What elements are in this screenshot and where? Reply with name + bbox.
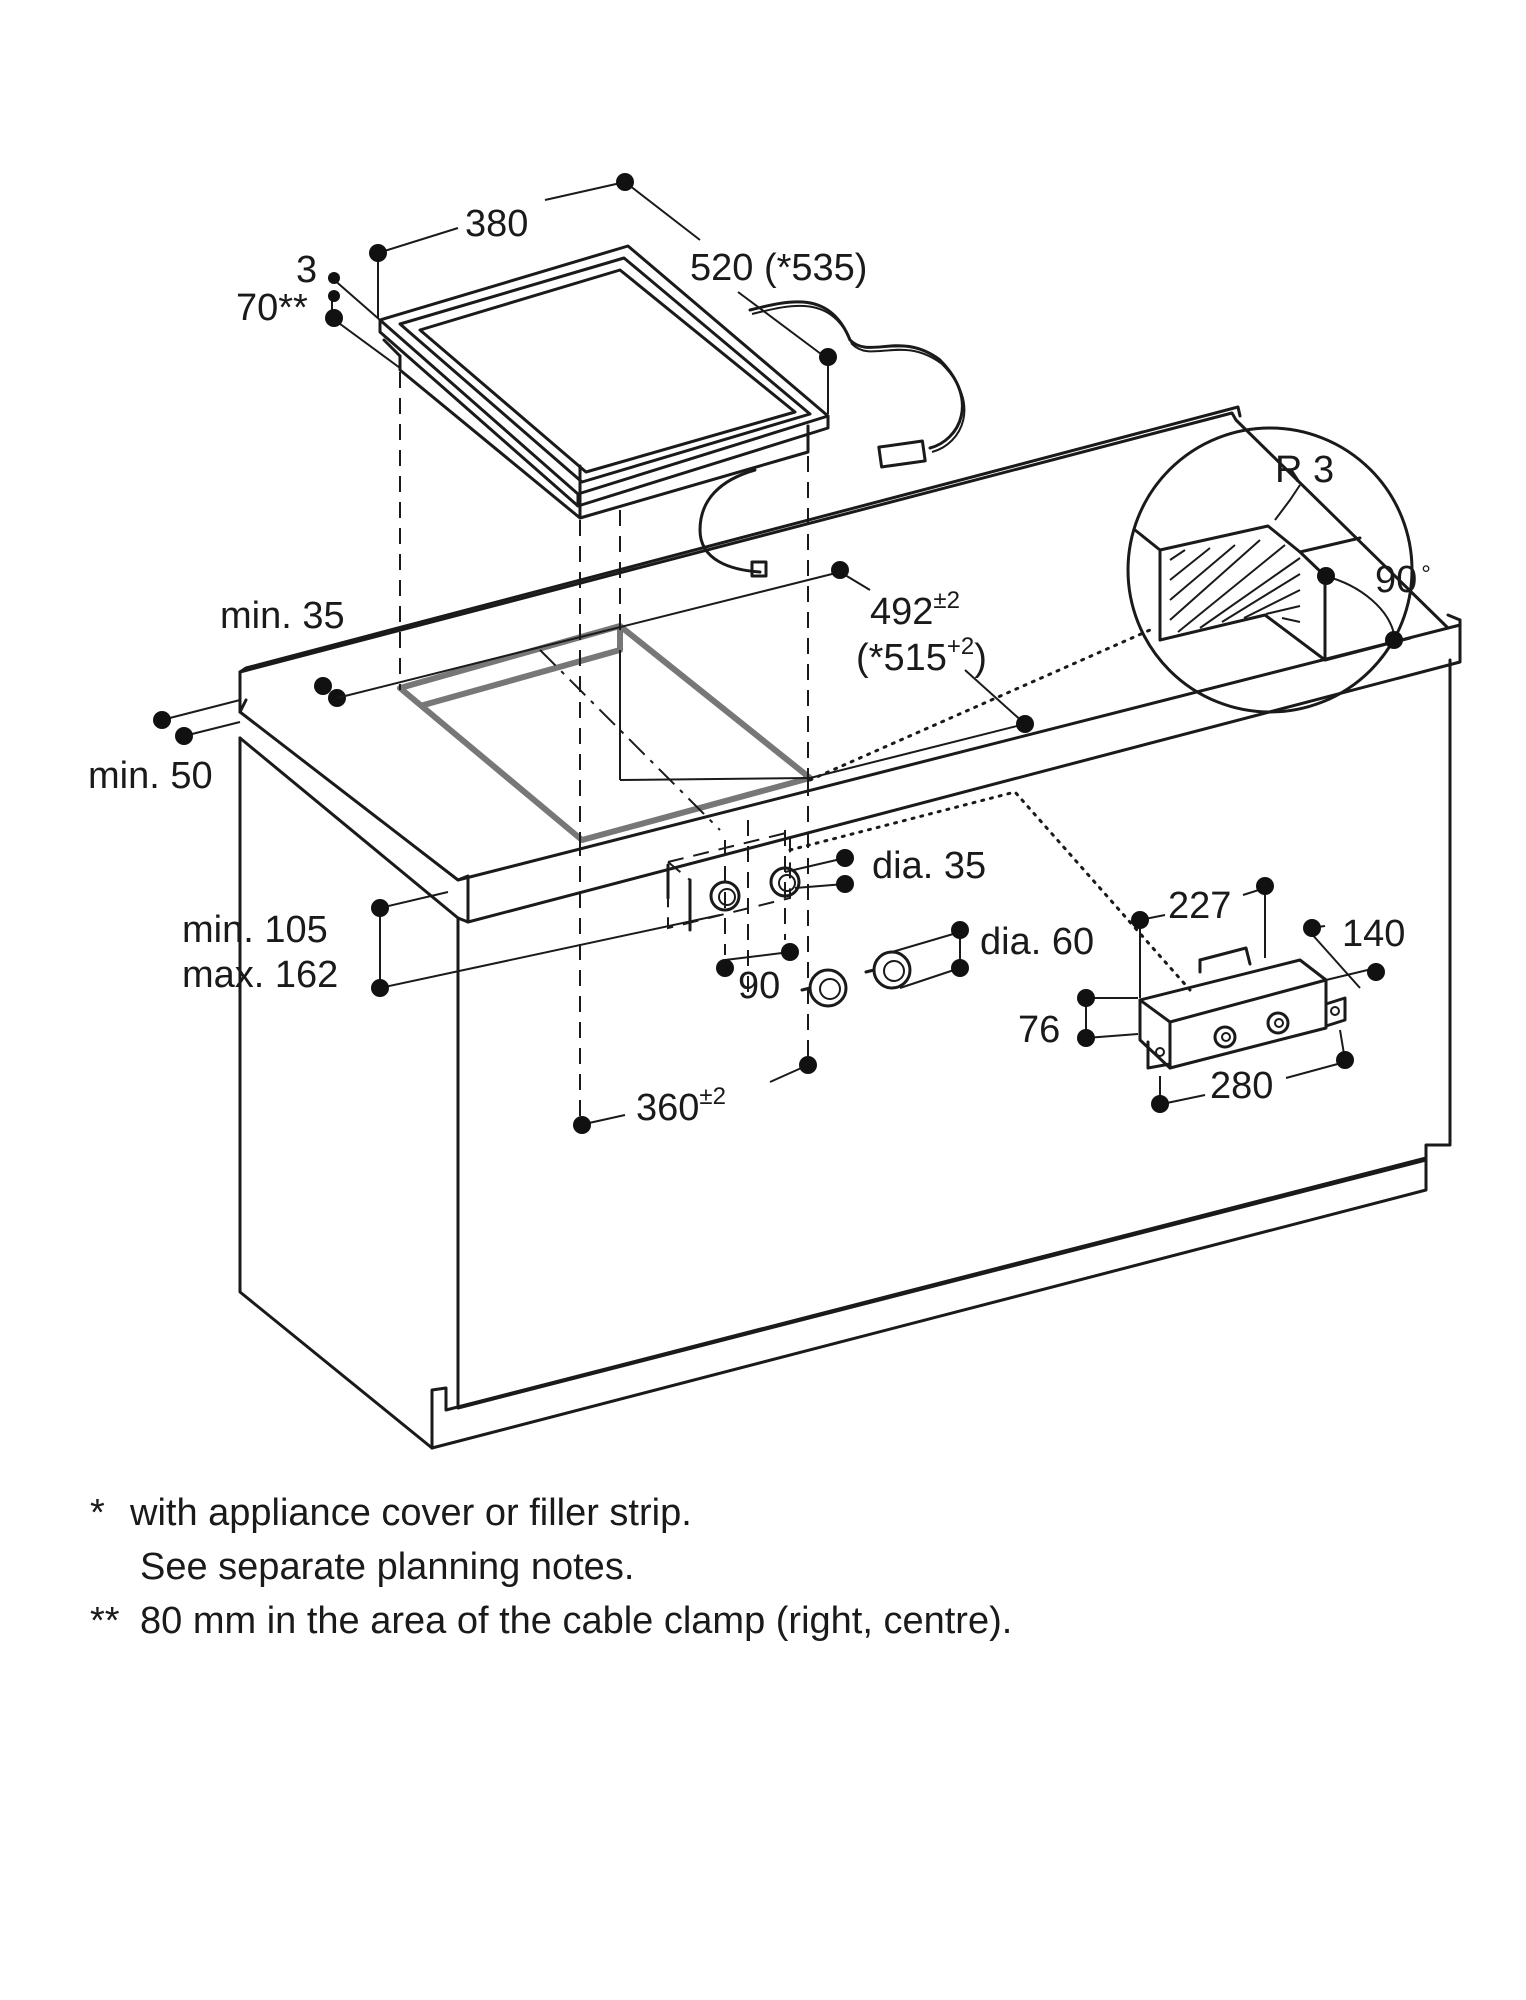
dim-76-label: 76: [1018, 1009, 1060, 1051]
cutout-opening: [397, 623, 813, 843]
dim-105-162: [371, 891, 721, 997]
dim-dia35: [784, 849, 854, 893]
dim-492: [336, 561, 1034, 779]
detail-circle: [788, 426, 1414, 992]
footnote-2-mark: **: [90, 1600, 120, 1642]
footnote-1-mark: *: [90, 1492, 105, 1534]
dim-360-label: 360±2: [636, 1083, 726, 1129]
footnote-2-text: 80 mm in the area of the cable clamp (ri…: [140, 1600, 1013, 1642]
projection-lines: [399, 372, 809, 1125]
dim-dia35-label: dia. 35: [872, 845, 986, 887]
dim-dia60: [891, 921, 969, 989]
dim-min35-label: min. 35: [220, 595, 345, 637]
dim-min50-label: min. 50: [88, 755, 213, 797]
footnote-1-text: with appliance cover or filler strip.: [130, 1492, 692, 1534]
footnote-2: ** 80 mm in the area of the cable clamp …: [90, 1594, 1012, 1648]
dim-3-label: 3: [296, 249, 317, 291]
dim-140: [1303, 919, 1385, 989]
dim-380: [369, 173, 701, 318]
dim-min35: [314, 677, 346, 707]
dim-140-label: 140: [1342, 913, 1405, 955]
dim-70-label: 70**: [236, 287, 308, 329]
appliance: [378, 244, 966, 578]
dim-90: [716, 943, 799, 977]
footnote-1-continuation: See separate planning notes.: [140, 1546, 635, 1588]
detail-angle-label: 90°: [1375, 559, 1431, 601]
dim-227-label: 227: [1168, 885, 1231, 927]
junction-box: [1138, 946, 1347, 1070]
dim-520-label: 520 (*535): [690, 247, 867, 289]
dim-492-label: 492±2: [870, 587, 960, 633]
cabinet: [238, 405, 1462, 1450]
dim-227: [1131, 877, 1274, 998]
dim-min105-label: min. 105: [182, 909, 328, 951]
knob-housing: [666, 820, 801, 1000]
dim-3-70: [325, 272, 401, 369]
dim-max162-label: max. 162: [182, 954, 338, 996]
dim-dia60-label: dia. 60: [980, 921, 1094, 963]
footnote-1: * with appliance cover or filler strip.: [90, 1486, 1012, 1540]
dim-515-label: (*515+2): [856, 633, 987, 679]
dim-280: [1151, 1029, 1354, 1113]
dim-380-label: 380: [465, 203, 528, 245]
dim-min50: [153, 699, 241, 745]
footnotes: * with appliance cover or filler strip. …: [90, 1486, 1012, 1648]
dim-90-label: 90: [738, 965, 780, 1007]
dim-280-label: 280: [1210, 1065, 1273, 1107]
knob-detail: [800, 950, 912, 1008]
dim-76: [1077, 989, 1139, 1047]
dim-520: [737, 291, 837, 414]
dim-360: [573, 1056, 817, 1134]
detail-r3-label: R 3: [1275, 449, 1334, 491]
